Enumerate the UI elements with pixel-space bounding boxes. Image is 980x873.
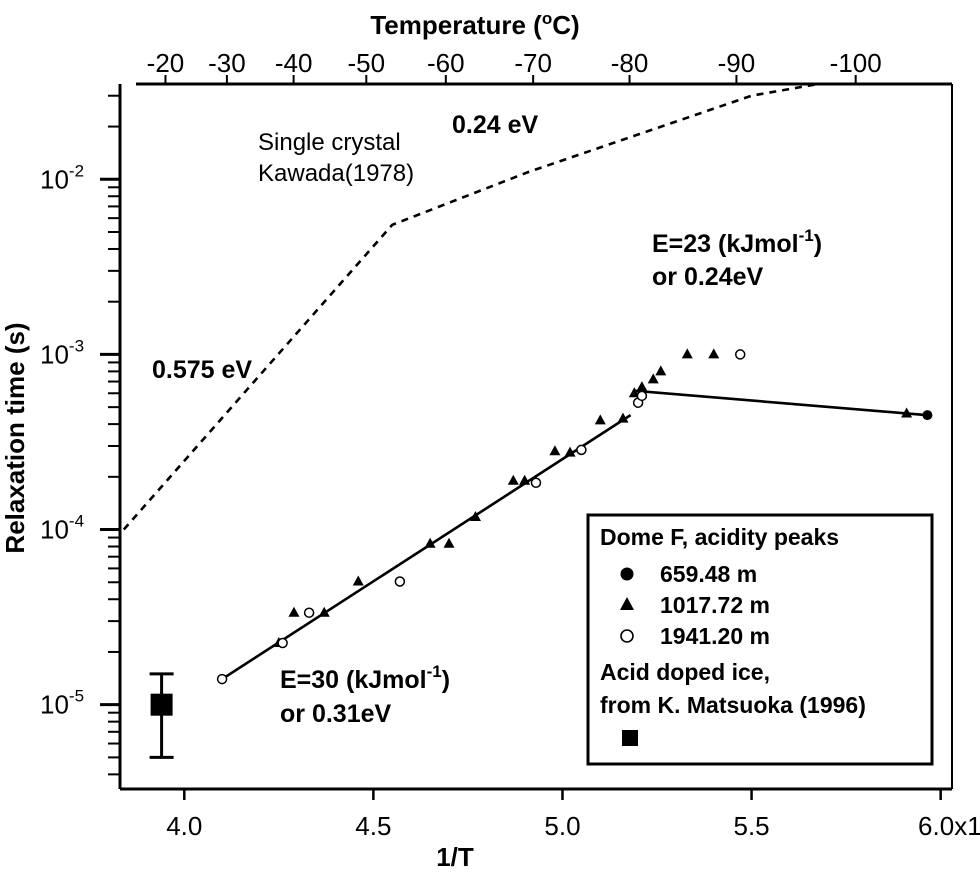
data-point-1017m xyxy=(549,445,561,456)
upper-fit-label-line-1: E=23 (kJmol-1) xyxy=(652,226,822,258)
reference-curve-dashed xyxy=(122,82,819,531)
data-point-1941m xyxy=(303,607,315,618)
data-point-1017m xyxy=(443,537,455,548)
x-tick-label: 5.0 xyxy=(544,811,580,841)
reference-curve-label-line-1: Single crystal xyxy=(258,129,401,156)
data-point-1017m xyxy=(708,348,720,359)
top-tick-label: -50 xyxy=(348,48,386,78)
y-tick-label: 10-2 xyxy=(40,161,84,194)
plot-frame xyxy=(118,82,953,791)
legend: Dome F, acidity peaks 659.48 m 1017.72 m… xyxy=(586,513,934,766)
upper-fit-label-line-2: or 0.24eV xyxy=(652,263,764,291)
top-tick-label: -20 xyxy=(147,48,185,78)
data-point-1941m xyxy=(734,349,746,360)
annotations: Single crystal Kawada(1978) 0.24 eV 0.57… xyxy=(152,111,822,728)
data-point-1017m xyxy=(507,474,519,485)
data-point-1017m xyxy=(636,381,648,392)
legend-marker-filled-triangle xyxy=(620,597,634,610)
data-point-1017m xyxy=(352,575,364,586)
x-tick-label: 4.0 xyxy=(166,811,202,841)
data-point-1017m xyxy=(655,365,667,376)
data-point-1017m xyxy=(564,446,576,457)
legend-footer-line-2: from K. Matsuoka (1996) xyxy=(600,692,866,718)
top-tick-label: -80 xyxy=(611,48,649,78)
data-point-1017m xyxy=(519,474,531,485)
data-point-1017m xyxy=(594,414,606,425)
y-axis-title: Relaxation time (s) xyxy=(0,322,30,553)
data-point-659m xyxy=(922,410,933,421)
data-point-1941m xyxy=(394,576,406,587)
legend-entry-1941: 1941.20 m xyxy=(660,623,770,649)
top-tick-label: -100 xyxy=(830,48,882,78)
data-point-1941m xyxy=(636,390,648,402)
legend-entry-1017: 1017.72 m xyxy=(660,592,770,618)
data-point-acid-doped-ice xyxy=(150,693,173,716)
legend-box xyxy=(586,513,934,766)
legend-footer-line-1: Acid doped ice, xyxy=(600,659,770,685)
points-layer xyxy=(149,348,933,759)
y-tick-label: 10-4 xyxy=(40,512,84,545)
top-tick-label: -90 xyxy=(718,48,756,78)
reference-curve-upper-slope-label: 0.24 eV xyxy=(452,111,539,139)
data-point-1941m xyxy=(277,637,288,649)
data-point-1017m xyxy=(901,407,913,418)
data-point-1017m xyxy=(424,537,436,548)
ticks-layer: 4.0 4.5 5.0 5.5 6.0x10-3 -20 -30 -40 -50 -60 -70 -8… xyxy=(40,48,980,841)
legend-entry-659: 659.48 m xyxy=(660,561,757,587)
y-tick-label: 10-3 xyxy=(40,336,84,369)
reference-layer xyxy=(122,82,819,531)
data-point-1017m xyxy=(647,373,659,384)
top-tick-label: -70 xyxy=(514,48,552,78)
top-tick-label: -40 xyxy=(275,48,313,78)
x-tick-label: 4.5 xyxy=(355,811,391,841)
top-axis-title: Temperature (oC) xyxy=(370,9,579,40)
top-tick-label: -60 xyxy=(427,48,465,78)
data-point-1017m xyxy=(617,412,629,423)
lower-fit-label-line-1: E=30 (kJmol-1) xyxy=(280,662,450,694)
legend-marker-filled-circle xyxy=(620,567,634,581)
x-axis-title: 1/T xyxy=(436,842,474,872)
lower-fit-label-line-2: or 0.31eV xyxy=(280,700,392,728)
fit-line-upper xyxy=(634,389,928,417)
data-point-1017m xyxy=(288,606,300,617)
data-point-1017m xyxy=(469,510,481,521)
reference-curve-lower-slope-label: 0.575 eV xyxy=(152,356,252,384)
top-tick-label: -30 xyxy=(208,48,246,78)
x-tick-label: 6.0x10-3 xyxy=(918,809,980,841)
legend-title: Dome F, acidity peaks xyxy=(600,524,839,550)
data-point-1941m xyxy=(530,477,542,489)
data-point-1017m xyxy=(681,348,693,359)
y-tick-label: 10-5 xyxy=(40,687,84,720)
legend-marker-filled-square xyxy=(622,730,638,746)
data-point-1017m xyxy=(318,606,330,617)
legend-marker-open-circle xyxy=(620,629,634,643)
reference-curve-label-line-2: Kawada(1978) xyxy=(258,160,414,187)
data-point-1941m xyxy=(216,673,228,685)
x-tick-label: 5.5 xyxy=(733,811,769,841)
data-point-1941m xyxy=(576,444,587,456)
